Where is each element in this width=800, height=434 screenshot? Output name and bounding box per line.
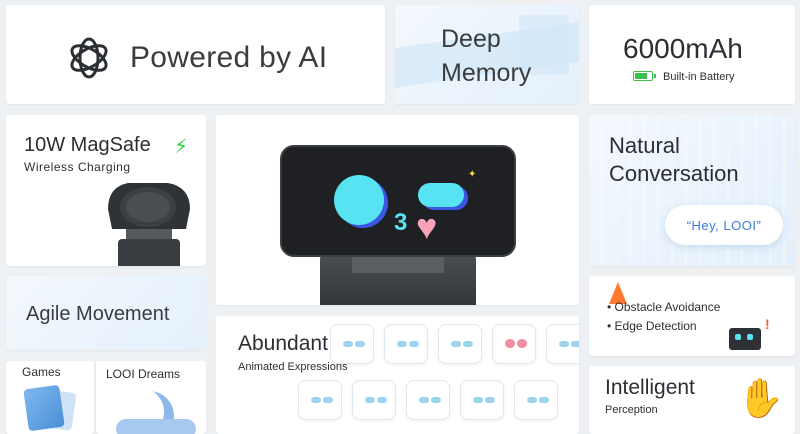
heart-icon: ♥ (416, 206, 438, 247)
expression-tile (460, 380, 504, 420)
looi-robot-showcase: 3 ♥ ✦ (216, 115, 579, 305)
powered-by-ai-card: Powered by AI (6, 5, 385, 104)
agile-title: Agile Movement (26, 303, 170, 325)
expressions-title: Abundant (238, 332, 328, 355)
expression-tile (406, 380, 450, 420)
looi-dreams-card: LOOI Dreams (96, 361, 206, 434)
expression-tile (492, 324, 536, 364)
intelligent-perception-card: Intelligent Perception ✋ (589, 366, 795, 434)
expression-tile (298, 380, 342, 420)
battery-card: 6000mAh Built-in Battery (589, 5, 795, 104)
expression-tile (438, 324, 482, 364)
obstacle-avoidance-card: • Obstacle Avoidance • Edge Detection ! (589, 276, 795, 356)
animated-expressions-card: Abundant Animated Expressions (216, 316, 579, 434)
traffic-cone-icon (609, 282, 627, 304)
robot-mouth: 3 (394, 209, 408, 236)
hand-gesture-icon: ✋ (737, 378, 785, 420)
magsafe-card: 10W MagSafe ⚡ Wireless Charging (6, 115, 206, 266)
magsafe-title: 10W MagSafe (24, 134, 151, 156)
ai-title: Powered by AI (130, 41, 328, 74)
openai-logo-icon (70, 37, 108, 79)
sparkle-icon: ✦ (468, 169, 477, 180)
battery-icon (633, 71, 656, 81)
conversation-title-line2: Conversation (609, 161, 739, 186)
expression-tile (352, 380, 396, 420)
robot-eye-left (334, 175, 384, 225)
expression-tile (546, 324, 579, 364)
robot-neck (352, 255, 444, 273)
speech-bubble: “Hey, LOOI” (665, 205, 783, 245)
natural-conversation-card: Natural Conversation “Hey, LOOI” (589, 115, 795, 266)
conversation-title-line1: Natural (609, 133, 680, 158)
alert-icon: ! (765, 316, 770, 332)
dreams-title: LOOI Dreams (106, 367, 181, 381)
perception-subtitle: Perception (605, 404, 658, 416)
cloud-icon (116, 419, 196, 434)
agile-movement-card: Agile Movement (6, 276, 206, 350)
magsafe-subtitle: Wireless Charging (24, 160, 131, 174)
lightning-bolt-icon: ⚡ (174, 136, 189, 158)
robot-icon (729, 328, 761, 350)
phone-screen: 3 ♥ ✦ (280, 145, 516, 257)
games-title: Games (22, 365, 61, 379)
games-card: Games (6, 361, 94, 434)
robot-eye-right (418, 183, 464, 207)
expression-tile (514, 380, 558, 420)
memory-title-line2: Memory (441, 59, 532, 87)
battery-label: Built-in Battery (663, 71, 735, 83)
deep-memory-card: Deep Memory (395, 5, 579, 104)
memory-title-line1: Deep (441, 25, 501, 53)
expression-tile (330, 324, 374, 364)
expression-tile (384, 324, 428, 364)
magsafe-charger-icon (108, 183, 190, 266)
obstacle-avoidance-item: • Obstacle Avoidance (607, 300, 721, 314)
expressions-subtitle: Animated Expressions (238, 361, 348, 373)
battery-capacity: 6000mAh (623, 33, 743, 64)
edge-detection-item: • Edge Detection (607, 319, 697, 333)
playing-card-icon (23, 384, 65, 432)
memory-decoration-panel (519, 15, 569, 75)
perception-title: Intelligent (605, 376, 695, 399)
